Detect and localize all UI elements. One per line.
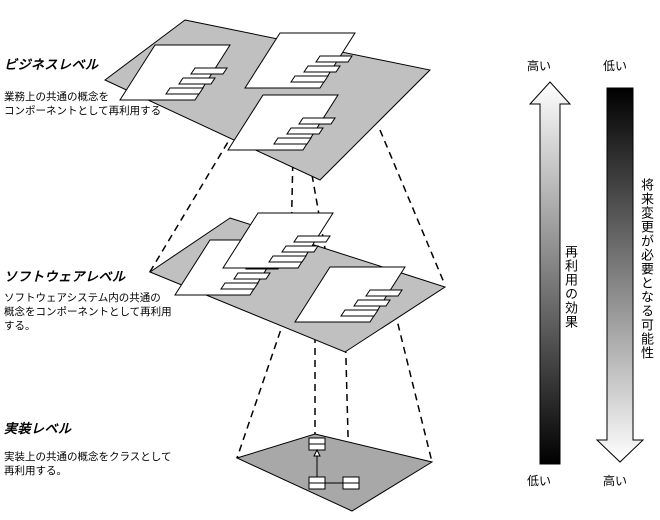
software-level-description: ソフトウェアシステム内の共通の 概念をコンポーネントとして再利用 する。 (4, 291, 172, 333)
desc-line: 業務上の共通の概念を (4, 91, 109, 103)
implementation-level-title: 実装レベル (4, 422, 72, 437)
desc-line: コンポーネントとして再利用する (4, 105, 162, 117)
reuse-bottom-label: 低い (527, 474, 552, 488)
class-diagram (308, 437, 360, 490)
desc-line: ソフトウェアシステム内の共通の (4, 292, 161, 304)
desc-line: 実装上の共通の概念をクラスとして (4, 451, 172, 463)
reuse-effect-arrow (528, 81, 572, 465)
business-level-description: 業務上の共通の概念を コンポーネントとして再利用する (4, 90, 161, 118)
implementation-plane (235, 433, 434, 512)
change-bottom-label: 高い (603, 474, 628, 488)
change-possibility-label: 将来変更が必要となる可能性 (638, 178, 653, 360)
desc-line: 再利用する。 (4, 465, 67, 477)
software-plane (148, 212, 447, 353)
business-plane (104, 19, 432, 181)
software-level-title: ソフトウェアレベル (4, 270, 126, 285)
business-level-title: ビジネスレベル (4, 58, 99, 73)
change-possibility-arrow (595, 87, 645, 463)
desc-line: 概念をコンポーネントとして再利用 (4, 306, 172, 318)
change-top-label: 低い (603, 59, 628, 73)
desc-line: する。 (4, 320, 36, 332)
reuse-top-label: 高い (527, 59, 552, 73)
reuse-effect-label: 再利用の効果 (562, 245, 577, 329)
implementation-level-description: 実装上の共通の概念をクラスとして 再利用する。 (4, 450, 171, 478)
